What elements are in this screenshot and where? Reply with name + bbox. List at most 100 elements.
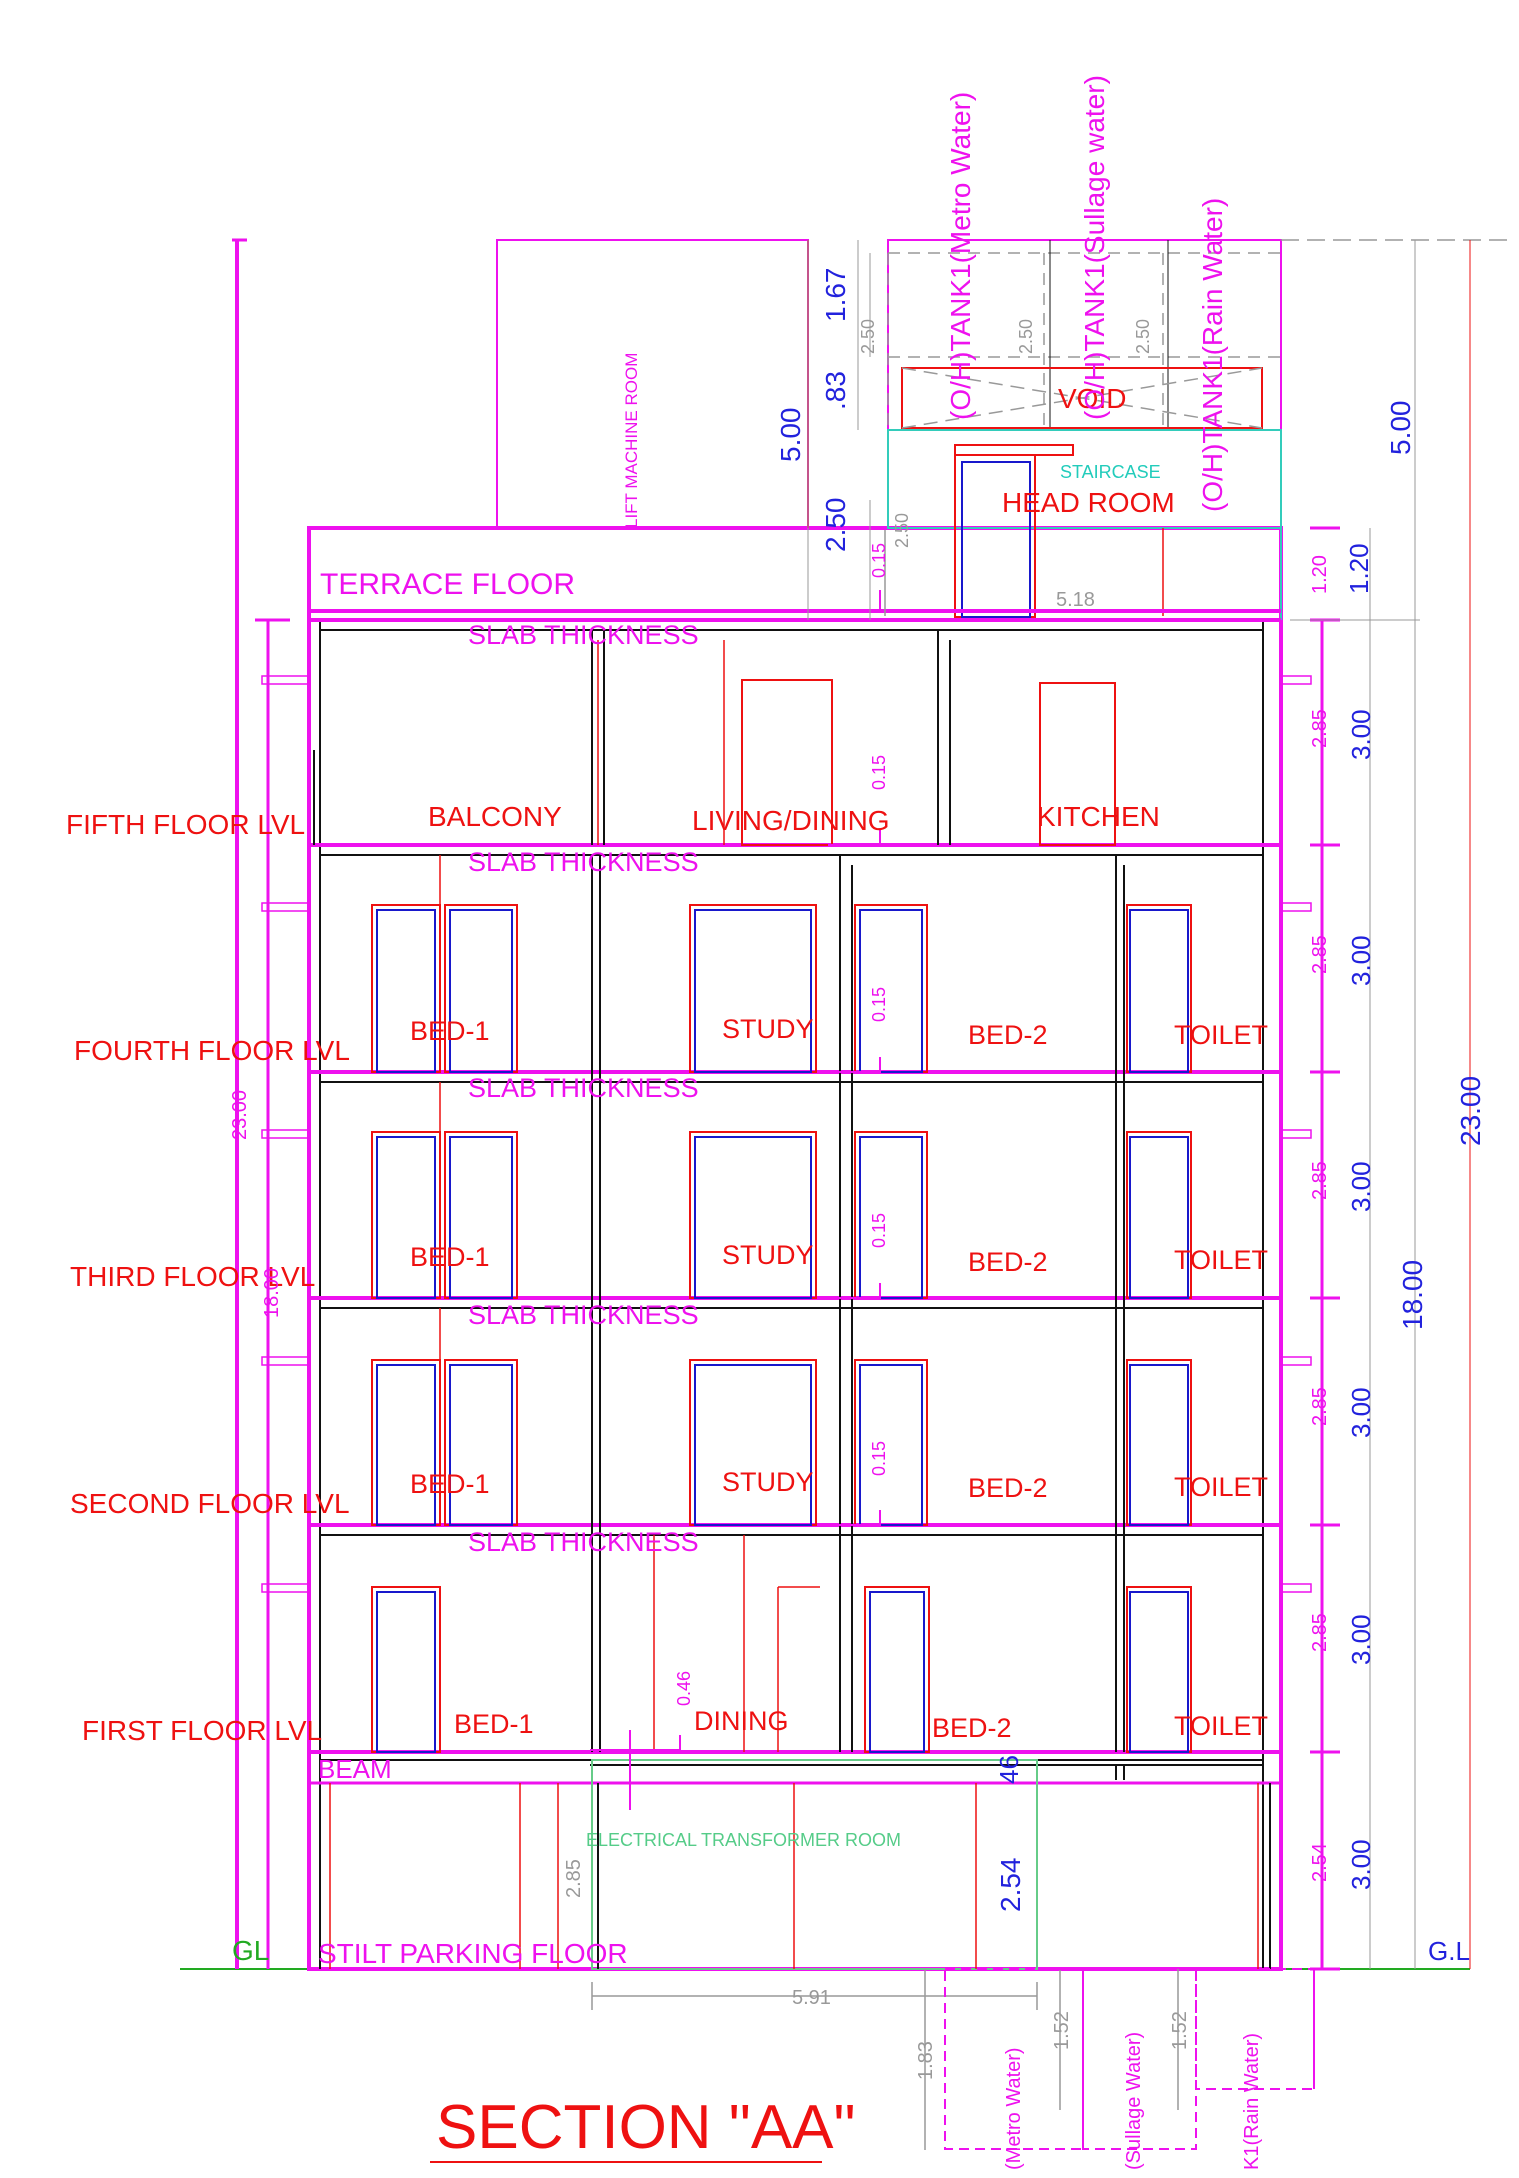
- bottom-dimensions: [591, 530, 1179, 2150]
- dim-015-fourth: 0.15: [869, 987, 889, 1022]
- underground-tanks: [944, 1968, 1315, 2150]
- room-dining-first: DINING: [694, 1706, 789, 1736]
- dim-300-second: 3.00: [1346, 1387, 1376, 1438]
- dim-015-terrace: 0.15: [869, 543, 889, 578]
- dim-046-right: 46: [994, 1755, 1024, 1784]
- dim-285-fourth: 2.85: [1309, 935, 1331, 974]
- dim-254-stilt: 2.54: [1309, 1843, 1331, 1882]
- tank-sullage-label: (O/H)TANK1(Sullage water): [1079, 75, 1110, 420]
- room-balcony: BALCONY: [428, 801, 562, 832]
- dim-300-stilt: 3.00: [1346, 1839, 1376, 1890]
- dim-120-a: 1.20: [1309, 555, 1331, 594]
- first-floor-slab: [309, 1750, 1281, 1785]
- room-study-third: STUDY: [722, 1240, 814, 1270]
- dim-285-first: 2.85: [1309, 1613, 1331, 1652]
- dim-120-b: 1.20: [1344, 543, 1374, 594]
- ledges: [261, 675, 1312, 1593]
- room-bed2-first: BED-2: [932, 1713, 1012, 1743]
- beam-marker: [590, 1730, 680, 1810]
- transformer-room-label: ELECTRICAL TRANSFORMER ROOM: [586, 1830, 901, 1850]
- dim-300-first: 3.00: [1346, 1614, 1376, 1665]
- right-dimension-chain: [1290, 240, 1471, 1971]
- dim-right-23: 23.00: [1455, 1076, 1486, 1146]
- dim-250-tank-b: 2.50: [1016, 319, 1036, 354]
- tank-block: [887, 239, 1510, 431]
- lift-machine-room-label: LIFT MACHINE ROOM: [622, 353, 641, 528]
- gl-left-label: GL: [232, 1935, 269, 1966]
- dim-250-tank-c: 2.50: [1133, 319, 1153, 354]
- room-bed1-second: BED-1: [410, 1469, 490, 1499]
- dim-083: .83: [820, 371, 851, 410]
- room-toilet-second: TOILET: [1174, 1472, 1268, 1502]
- upper-floor-doors: [371, 855, 1192, 1753]
- dim-046: 0.46: [674, 1671, 694, 1706]
- room-study-fourth: STUDY: [722, 1014, 814, 1044]
- internal-walls: [313, 630, 1125, 1780]
- lift-machine-room-outline: [496, 239, 809, 529]
- room-study-second: STUDY: [722, 1467, 814, 1497]
- section-title: SECTION "AA": [436, 2093, 856, 2162]
- ug-tank-rain-label: K1(Rain Water): [1241, 2033, 1263, 2170]
- openings: [597, 640, 1116, 846]
- fifth-floor-slab: [309, 843, 1281, 856]
- dim-152-b: 1.52: [1169, 2011, 1191, 2050]
- slab-label-third: SLAB THICKNESS: [468, 1300, 699, 1330]
- dim-top-500-right: 5.00: [1385, 401, 1416, 456]
- room-bed2-fourth: BED-2: [968, 1020, 1048, 1050]
- slab-label-terrace: SLAB THICKNESS: [468, 620, 699, 650]
- slab-leaders: [630, 590, 881, 1753]
- fourth-floor-slab: [309, 1070, 1281, 1083]
- room-kitchen: KITCHEN: [1037, 801, 1160, 832]
- dim-285-stilt: 2.85: [563, 1859, 585, 1898]
- dim-015-third: 0.15: [869, 1213, 889, 1248]
- level-label-third: THIRD FLOOR LVL: [70, 1261, 315, 1292]
- level-label-fourth: FOURTH FLOOR LVL: [74, 1035, 350, 1066]
- dim-left-23: 23.00: [229, 1090, 251, 1140]
- dim-167: 1.67: [820, 268, 851, 323]
- room-bed2-third: BED-2: [968, 1247, 1048, 1277]
- level-label-fifth: FIFTH FLOOR LVL: [66, 809, 305, 840]
- third-floor-slab: [309, 1296, 1281, 1309]
- slab-label-second: SLAB THICKNESS: [468, 1527, 699, 1557]
- room-bed2-second: BED-2: [968, 1473, 1048, 1503]
- room-toilet-fourth: TOILET: [1174, 1020, 1268, 1050]
- slab-label-fourth: SLAB THICKNESS: [468, 1073, 699, 1103]
- level-label-second: SECOND FLOOR LVL: [70, 1488, 350, 1519]
- dim-285-second: 2.85: [1309, 1387, 1331, 1426]
- dim-300-fourth: 3.00: [1346, 935, 1376, 986]
- dim-152-a: 1.52: [1051, 2011, 1073, 2050]
- room-toilet-first: TOILET: [1174, 1711, 1268, 1741]
- beam-label: BEAM: [318, 1754, 392, 1784]
- dim-285-third: 2.85: [1309, 1161, 1331, 1200]
- dim-285-fifth: 2.85: [1309, 709, 1331, 748]
- left-overall-dimension: [232, 238, 290, 1969]
- staircase-label: STAIRCASE: [1060, 462, 1161, 482]
- second-floor-slab: [309, 1523, 1281, 1536]
- dim-300-third: 3.00: [1346, 1161, 1376, 1212]
- void-label: VOID: [1058, 383, 1126, 414]
- ug-tank-sullage-label: (Sullage Water): [1123, 2032, 1145, 2170]
- ug-tank-metro-label: (Metro Water): [1003, 2047, 1025, 2170]
- dim-015-fifth: 0.15: [869, 755, 889, 790]
- head-room-label: HEAD ROOM: [1002, 487, 1175, 518]
- head-room: [887, 429, 1282, 620]
- room-bed1-first: BED-1: [454, 1709, 534, 1739]
- dim-250-stair: 2.50: [892, 513, 912, 548]
- level-label-stilt: STILT PARKING FLOOR: [318, 1938, 628, 1969]
- stilt-floor: [329, 1759, 1271, 1970]
- dim-250-head: 2.50: [820, 498, 851, 553]
- dim-518: 5.18: [1056, 589, 1095, 611]
- dim-183: 1.83: [915, 2041, 937, 2080]
- room-living-dining: LIVING/DINING: [692, 805, 890, 836]
- dim-015-second: 0.15: [869, 1441, 889, 1476]
- slab-label-fifth: SLAB THICKNESS: [468, 847, 699, 877]
- dim-left-18: 18.00: [261, 1268, 283, 1318]
- level-label-terrace: TERRACE FLOOR: [320, 568, 575, 601]
- dim-right-18: 18.00: [1397, 1260, 1428, 1330]
- dim-250-tank-a: 2.50: [858, 319, 878, 354]
- tank-dimension-chain: [807, 240, 871, 620]
- room-toilet-third: TOILET: [1174, 1245, 1268, 1275]
- terrace-slab: [309, 609, 1281, 631]
- room-bed1-third: BED-1: [410, 1242, 490, 1272]
